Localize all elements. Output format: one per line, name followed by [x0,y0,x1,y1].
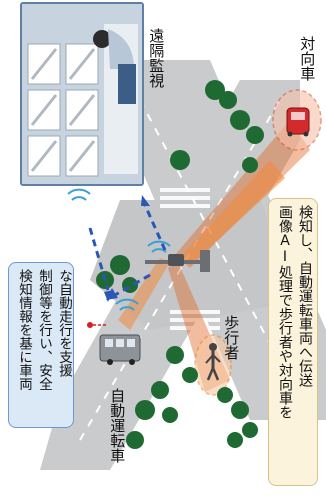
ai-text-line2: 検知し、自動運転車両へ伝送 [297,205,313,387]
detection-beam-oncoming [175,120,310,268]
camera-pole-icon [145,250,210,272]
ai-processing-text-box: 画像AI処理で歩行者や対向車を 検知し、自動運転車両へ伝送 [268,198,318,486]
oncoming-vehicle-label: 対向車 [298,36,317,81]
pedestrian-icon [205,343,221,381]
autonomous-vehicle-label: 自動運転車 [108,388,127,463]
camera-feed-grid [22,4,142,184]
bus-icon [99,334,141,365]
support-text-line1: 検知情報を基に車両 [16,269,32,391]
remote-monitoring-panel [20,2,144,186]
wireless-signal-icon [67,188,171,311]
support-text-line3: な自動走行を支援 [56,269,72,377]
tree-icon [96,80,264,449]
support-text-line2: 制御等を行い、安全 [36,269,52,391]
monitor-person-icon [93,24,138,174]
support-text-box: 検知情報を基に車両 制御等を行い、安全 な自動走行を支援 [8,262,74,428]
communication-arrows [88,195,167,302]
alert-marker [87,322,108,328]
car-icon [286,107,310,137]
pedestrian-label: 歩行者 [222,315,241,360]
ai-text-line1: 画像AI処理で歩行者や対向車を [277,205,293,419]
remote-monitoring-label: 遠隔監視 [147,28,166,88]
detection-beam-to-vehicle [118,258,170,330]
